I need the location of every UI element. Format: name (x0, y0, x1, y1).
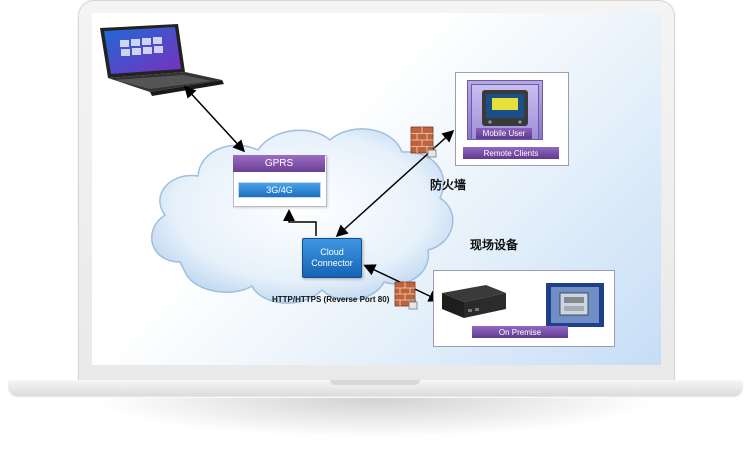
firewall-icon (394, 281, 418, 310)
cloud-connector-box: Cloud Connector (302, 238, 362, 278)
network-label: 3G/4G (238, 182, 321, 198)
monitor-device-icon (546, 283, 604, 327)
mobile-user-label: Mobile User (476, 128, 532, 139)
handheld-device-icon (482, 90, 528, 126)
firewall-icon (410, 126, 437, 158)
cloud-connector-line1: Cloud (320, 247, 344, 257)
cloud-connector-line2: Connector (311, 258, 353, 268)
laptop-base-notch (330, 380, 420, 385)
laptop-shadow (90, 398, 660, 438)
site-equipment-caption: 现场设备 (470, 238, 519, 252)
gprs-label: GPRS (233, 155, 325, 172)
tablet-to-gprs-arrow (183, 85, 246, 153)
connector-to-gprs-arrow (283, 209, 317, 236)
tablet-icon (100, 24, 224, 96)
gateway-box-icon (442, 285, 506, 318)
protocol-caption: HTTP/HTTPS (Reverse Port 80) (272, 295, 390, 304)
premise-devices (442, 283, 604, 327)
remote-clients-label: Remote Clients (463, 147, 559, 159)
laptop-base (8, 380, 743, 396)
on-premise-label: On Premise (472, 326, 568, 338)
firewall-caption: 防火墙 (430, 178, 467, 192)
